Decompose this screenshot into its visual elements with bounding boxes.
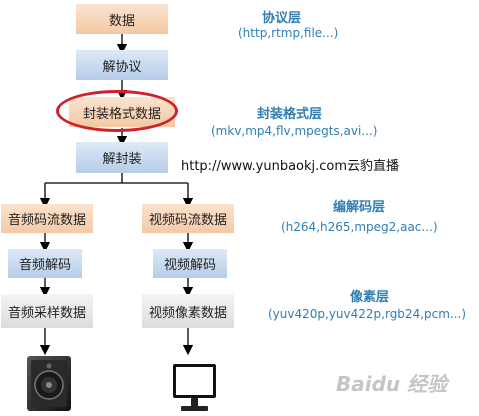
url-note: http://www.yunbaokj.com云豹直播 [181, 159, 400, 174]
demux-box: 解封装 [76, 142, 168, 173]
audio-samples-box: 音频采样数据 [1, 294, 93, 328]
audio-decode-box: 音频解码 [8, 249, 82, 278]
audio-stream-box: 音频码流数据 [1, 204, 93, 233]
audio-decode-label: 音频解码 [18, 258, 71, 273]
data-box: 数据 [76, 4, 168, 34]
watermark: Baidu 经验 [336, 372, 448, 396]
protocol-layer-list: (http,rtmp,file...) [238, 26, 339, 40]
protocol-decode-label: 解协议 [102, 59, 142, 75]
video-pixels-label: 视频像素数据 [148, 305, 227, 321]
protocol-decode-box: 解协议 [76, 50, 168, 80]
pixel-layer-title: 像素层 [350, 290, 390, 305]
audio-samples-label: 音频采样数据 [7, 305, 86, 321]
highlight-ring [56, 90, 178, 132]
video-stream-box: 视频码流数据 [142, 204, 234, 233]
video-decode-label: 视频解码 [163, 258, 216, 273]
audio-stream-label: 音频码流数据 [7, 213, 86, 228]
demux-label: 解封装 [102, 152, 142, 167]
container-layer-list: (mkv,mp4,flv,mpegts,avi...) [211, 124, 378, 138]
video-pixels-box: 视频像素数据 [142, 294, 234, 328]
video-decode-box: 视频解码 [153, 249, 227, 278]
video-stream-label: 视频码流数据 [148, 213, 227, 228]
container-layer-title: 封装格式层 [257, 107, 323, 122]
speaker-icon [27, 356, 71, 411]
codec-layer-title: 编解码层 [333, 200, 386, 215]
protocol-layer-title: 协议层 [262, 11, 302, 26]
monitor-icon [173, 364, 216, 411]
pixel-layer-list: (yuv420p,yuv422p,rgb24,pcm...) [268, 307, 467, 321]
data-label: 数据 [108, 13, 135, 29]
codec-layer-list: (h264,h265,mpeg2,aac...) [281, 220, 438, 234]
